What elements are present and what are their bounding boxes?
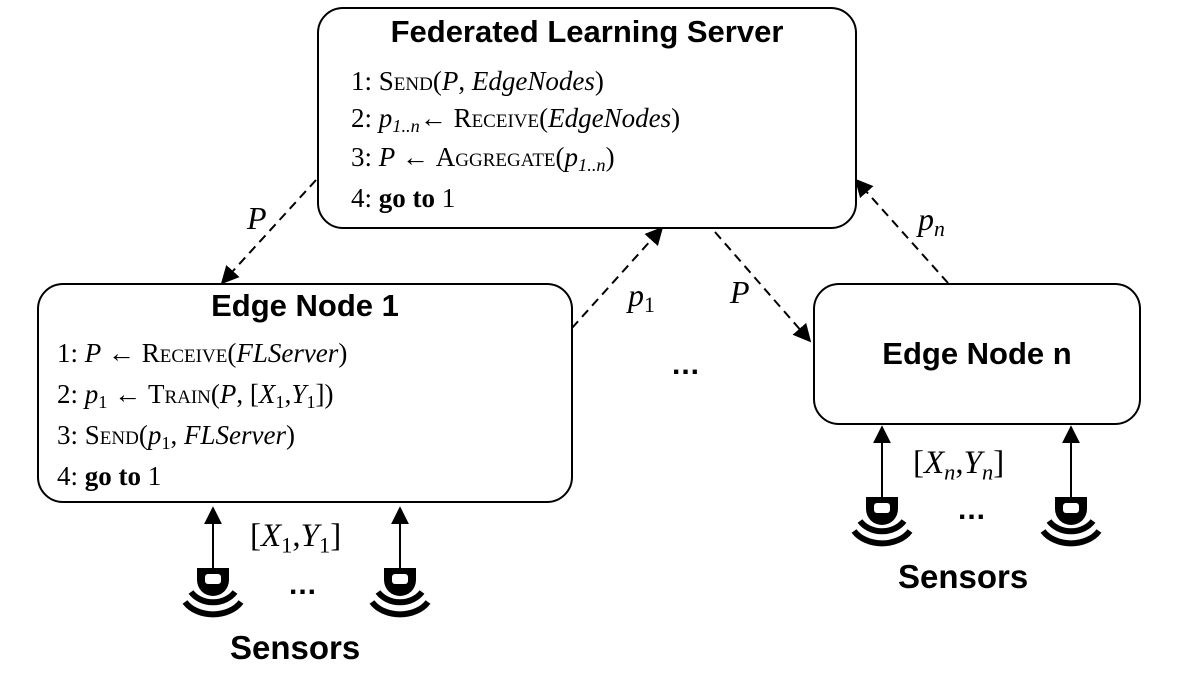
edge-node-1-title: Edge Node 1: [211, 288, 399, 323]
sensor-icon: [182, 568, 244, 618]
server-to-edge1-arrow: [220, 179, 317, 285]
sensor-icon: [851, 497, 913, 547]
edgen-to-server-arrow: [854, 178, 949, 284]
sensorsN-label: Sensors: [898, 558, 1029, 595]
server-step-1: 1: Send(P, EdgeNodes): [351, 66, 604, 96]
sensorsN-data-label: [Xn,Yn]: [913, 445, 1005, 485]
server-step-3: 3: P ← Aggregate(p1..n): [351, 142, 615, 176]
sensors1-data-label: [X1,Y1]: [250, 518, 342, 558]
edge1-to-server-arrow: [571, 226, 664, 329]
server-box: Federated Learning Server 1: Send(P, Edg…: [317, 7, 857, 229]
sensors1-label: Sensors: [230, 629, 361, 666]
label-p1-to-server: p1: [628, 277, 655, 318]
server-step-2: 2: p1..n← Receive(EdgeNodes): [351, 103, 681, 137]
sensorsN-ellipsis: ...: [958, 493, 987, 526]
edge-node-n-title: Edge Node n: [882, 336, 1072, 371]
edge-node-1-box: Edge Node 1 1: P ← Receive(FLServer) 2: …: [37, 283, 573, 503]
label-P-to-edgen: P: [730, 274, 750, 310]
edge1-step-3: 3: Send(p1, FLServer): [57, 420, 296, 454]
sensors1-ellipsis: ...: [289, 568, 318, 601]
label-pn-to-server: pn: [918, 201, 945, 242]
server-title: Federated Learning Server: [390, 14, 784, 49]
sensor-icon: [369, 568, 431, 618]
server-step-4: 4: go to 1: [351, 183, 456, 213]
middle-ellipsis: ...: [672, 348, 701, 381]
sensor-icon: [1040, 497, 1102, 547]
edge-node-n-box: Edge Node n: [813, 283, 1141, 425]
edge1-step-1: 1: P ← Receive(FLServer): [57, 338, 348, 368]
label-P-to-edge1: P: [247, 200, 267, 236]
edge1-step-2: 2: p1 ← Train(P, [X1,Y1]): [57, 379, 334, 413]
server-to-edgen-arrow: [714, 231, 812, 343]
edge1-step-4: 4: go to 1: [57, 461, 162, 491]
